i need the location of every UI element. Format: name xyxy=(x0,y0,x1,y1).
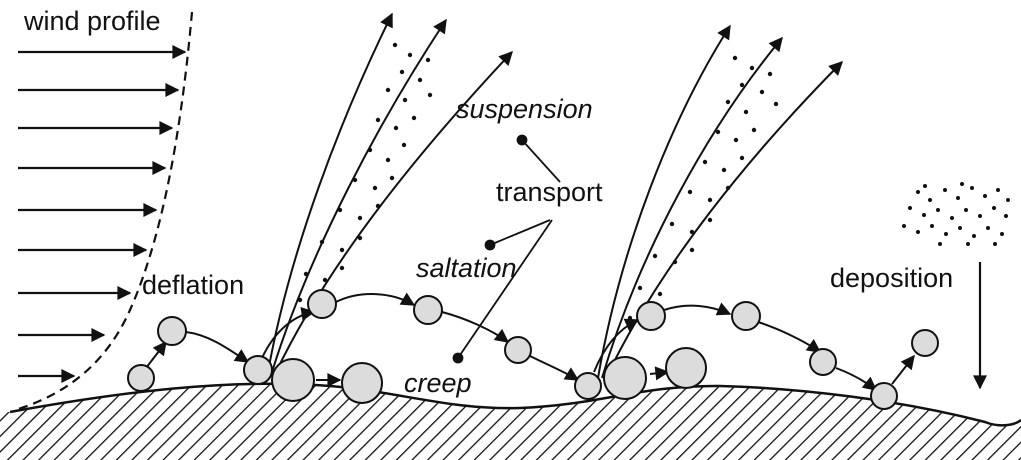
grain xyxy=(809,348,837,376)
ground-surface-line xyxy=(9,382,1021,427)
grain xyxy=(157,316,187,346)
grain-trajectories xyxy=(145,292,915,391)
ground-hatching xyxy=(0,383,1021,460)
grains xyxy=(127,289,939,410)
saltation-path-8 xyxy=(757,321,822,353)
callout-saltation-line xyxy=(489,219,551,246)
grain xyxy=(574,372,602,400)
wind-profile xyxy=(14,11,194,412)
plume-right-stream-3 xyxy=(605,61,843,379)
grain xyxy=(504,336,532,364)
grain xyxy=(127,364,155,392)
grain xyxy=(307,289,337,319)
plume-left-stream-1 xyxy=(267,12,393,373)
saltation-path-1 xyxy=(185,331,250,363)
label-deflation: deflation xyxy=(142,270,244,300)
saltation-path-9 xyxy=(835,367,878,391)
grain-large xyxy=(603,356,647,400)
saltation-path-5 xyxy=(529,355,580,381)
grain-large xyxy=(341,362,383,404)
suspension-plume-left xyxy=(267,12,513,373)
label-transport: transport xyxy=(496,177,603,207)
ground xyxy=(0,382,1021,460)
grain xyxy=(243,355,273,385)
saltation-path-2 xyxy=(261,307,316,359)
callout-creep-line xyxy=(457,219,553,359)
label-wind-profile: wind profile xyxy=(23,6,161,36)
grain xyxy=(731,301,761,331)
plume-right-stream-1 xyxy=(597,24,731,379)
deflation-hop-arrow xyxy=(145,340,167,369)
grain xyxy=(911,329,939,357)
grain xyxy=(870,382,898,410)
label-suspension: suspension xyxy=(456,94,593,124)
plume-right-dust xyxy=(627,55,779,321)
plume-right-stream-2 xyxy=(601,36,783,379)
grain-large xyxy=(271,358,315,402)
grain-large xyxy=(665,347,707,389)
saltation-path-10 xyxy=(891,354,915,385)
saltation-path-4 xyxy=(441,311,510,343)
label-creep: creep xyxy=(404,368,472,398)
transport-callouts xyxy=(452,134,561,364)
plume-left-dust xyxy=(297,42,433,303)
saltation-path-7 xyxy=(663,302,732,316)
label-deposition: deposition xyxy=(830,263,953,293)
callout-suspension-line xyxy=(521,139,561,183)
deposition-dust-cloud xyxy=(902,182,1010,246)
grain xyxy=(413,295,443,325)
grain xyxy=(636,301,666,331)
label-saltation: saltation xyxy=(416,253,517,283)
saltation-path-3 xyxy=(335,292,416,306)
callout-saltation-dot xyxy=(484,239,496,251)
callout-suspension-dot xyxy=(516,134,528,146)
suspension-plume-right xyxy=(597,24,843,379)
saltation-path-6 xyxy=(593,318,640,373)
creep-arrow-right xyxy=(649,366,670,381)
callout-creep-dot xyxy=(452,352,464,364)
